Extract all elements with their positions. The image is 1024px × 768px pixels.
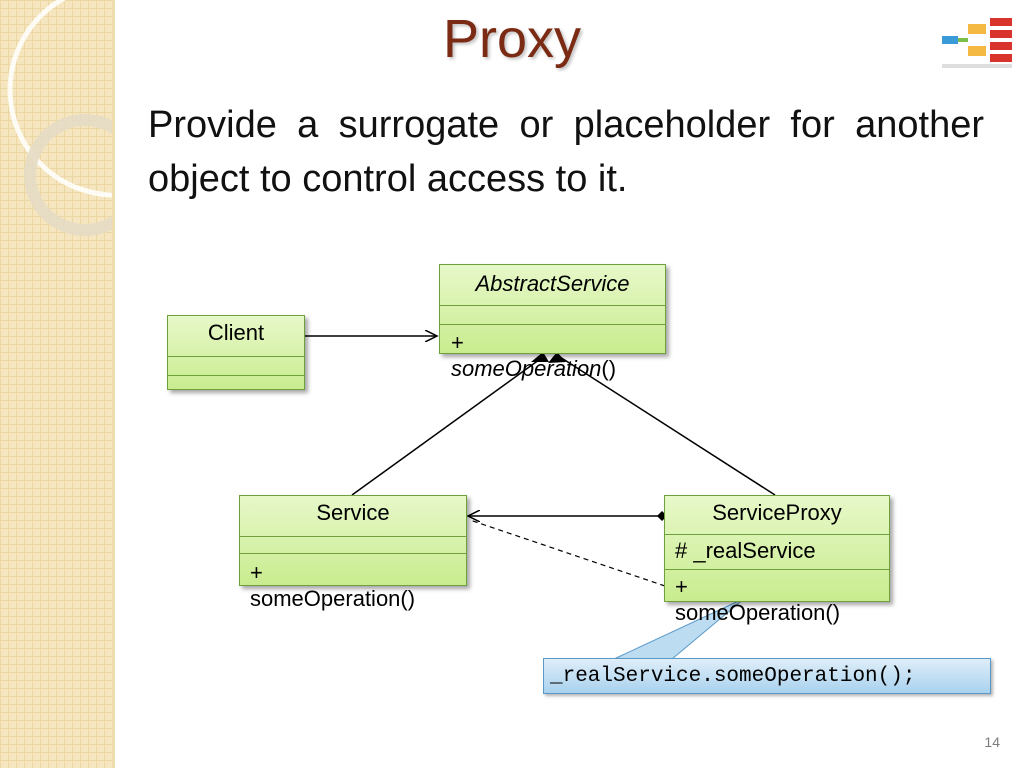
op-prefix: + — [675, 574, 688, 599]
class-name: ServiceProxy — [712, 500, 842, 525]
op-suffix: () — [825, 600, 841, 625]
inheritance-serviceproxy — [559, 356, 776, 496]
op-suffix: () — [601, 356, 617, 381]
class-serviceproxy: ServiceProxy # _realService — [664, 495, 890, 602]
slide-subtitle: Provide a surrogate or placeholder for a… — [148, 104, 984, 200]
op-prefix: + — [250, 560, 263, 585]
code-callout: _realService.someOperation(); — [543, 658, 991, 694]
inheritance-service — [351, 356, 544, 496]
class-name: AbstractService — [475, 271, 630, 296]
service-operation: + someOperation() — [250, 560, 415, 612]
class-abstractservice: AbstractService — [439, 264, 666, 354]
inheritance-triangle-right — [548, 352, 566, 363]
dependency-dashed-line — [469, 519, 666, 587]
op-name: someOperation — [675, 600, 826, 625]
page-number: 14 — [984, 734, 1000, 750]
serviceproxy-operation: + someOperation() — [675, 574, 840, 626]
class-name: Service — [316, 500, 390, 525]
class-attribute: # _realService — [665, 534, 889, 569]
decorative-circles — [7, 0, 112, 236]
inheritance-triangle-left — [531, 352, 549, 362]
class-service: Service — [239, 495, 467, 586]
op-name: someOperation — [250, 586, 401, 611]
op-suffix: () — [400, 586, 416, 611]
op-prefix: + — [451, 330, 464, 355]
class-client: Client — [167, 315, 305, 390]
op-name: someOperation — [451, 356, 602, 381]
abstractservice-operation: + someOperation() — [451, 330, 616, 382]
class-name: Client — [207, 320, 265, 345]
slide-title: Proxy — [442, 9, 582, 69]
flowchart-logo-icon — [942, 18, 1012, 68]
